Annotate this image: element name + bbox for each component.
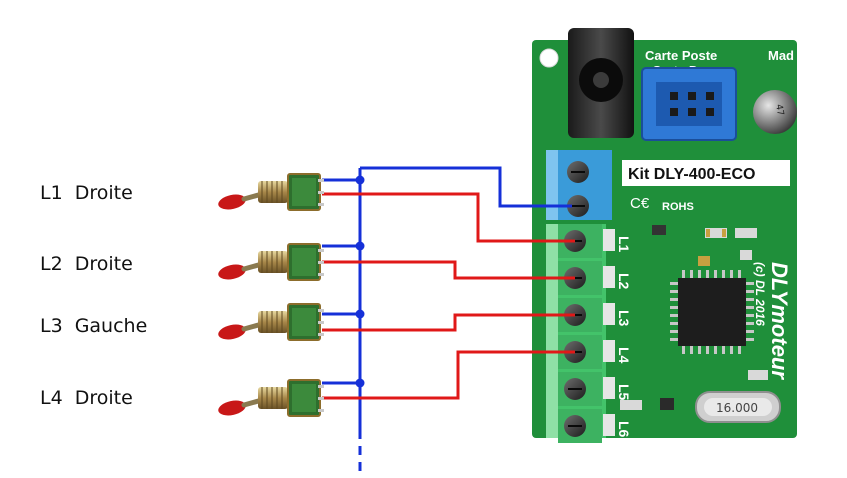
switch-bushing xyxy=(258,181,288,203)
switch-direction: Droite xyxy=(74,387,133,409)
red-signal-wire xyxy=(322,313,575,332)
capacitor-text: 47 xyxy=(773,104,785,117)
rohs-mark: ROHS xyxy=(662,201,694,213)
switch-bushing xyxy=(258,311,288,333)
microcontroller-chip xyxy=(670,270,754,354)
red-signal-wire xyxy=(322,192,575,243)
switch-direction: Gauche xyxy=(74,315,148,337)
mounting-hole xyxy=(539,48,559,68)
terminal-label: L5 xyxy=(616,384,632,401)
switch-lever xyxy=(218,194,246,210)
terminal-label: L6 xyxy=(616,421,632,438)
kit-label: Kit DLY-400-ECO xyxy=(628,166,755,183)
crystal-oscillator: 16.000 xyxy=(695,391,781,423)
switch-id: L1 xyxy=(40,182,63,204)
capacitor xyxy=(753,90,797,134)
junction-dot xyxy=(355,175,365,185)
switch-label-1: L1 Droite xyxy=(40,182,133,204)
connector-label-line1: Carte Poste xyxy=(645,48,717,63)
switch-label-2: L2 Droite xyxy=(40,253,133,275)
terminal-label: L4 xyxy=(616,347,632,364)
junction-dot xyxy=(355,378,365,388)
toggle-switch[interactable] xyxy=(217,243,324,282)
switch-lever xyxy=(218,264,246,280)
switch-id: L4 xyxy=(40,387,63,409)
blue-wire-to-terminal xyxy=(360,166,572,208)
switch-label-4: L4 Droite xyxy=(40,387,133,409)
terminal-label: L1 xyxy=(616,236,632,253)
switch-bushing xyxy=(258,251,288,273)
switch-bushing xyxy=(258,387,288,409)
switch-lever xyxy=(218,324,246,340)
smd-components xyxy=(620,225,768,410)
toggle-switch[interactable] xyxy=(217,173,324,212)
kit-label-box xyxy=(622,160,790,186)
ce-mark: C€ xyxy=(630,195,650,212)
crystal-label: 16.000 xyxy=(716,401,758,415)
junction-dot xyxy=(355,309,365,319)
toggle-switches xyxy=(217,173,324,418)
switch-direction: Droite xyxy=(74,253,133,275)
toggle-switch[interactable] xyxy=(217,379,324,418)
corner-text: Mad xyxy=(768,48,794,63)
wiring xyxy=(322,166,575,474)
switch-label-3: L3 Gauche xyxy=(40,315,147,337)
switch-direction: Droite xyxy=(74,182,133,204)
terminal-label: L3 xyxy=(616,310,632,327)
switch-lever xyxy=(218,400,246,416)
red-signal-wire xyxy=(322,260,575,280)
copyright-text: (c) DL 2016 xyxy=(753,262,767,326)
toggle-switch[interactable] xyxy=(217,303,324,342)
switch-id: L3 xyxy=(40,315,63,337)
switch-id: L2 xyxy=(40,253,63,275)
red-signal-wire xyxy=(322,350,575,400)
brand-text: DLYmoteur xyxy=(767,262,792,380)
junction-dot xyxy=(355,241,365,251)
terminal-label: L2 xyxy=(616,273,632,290)
